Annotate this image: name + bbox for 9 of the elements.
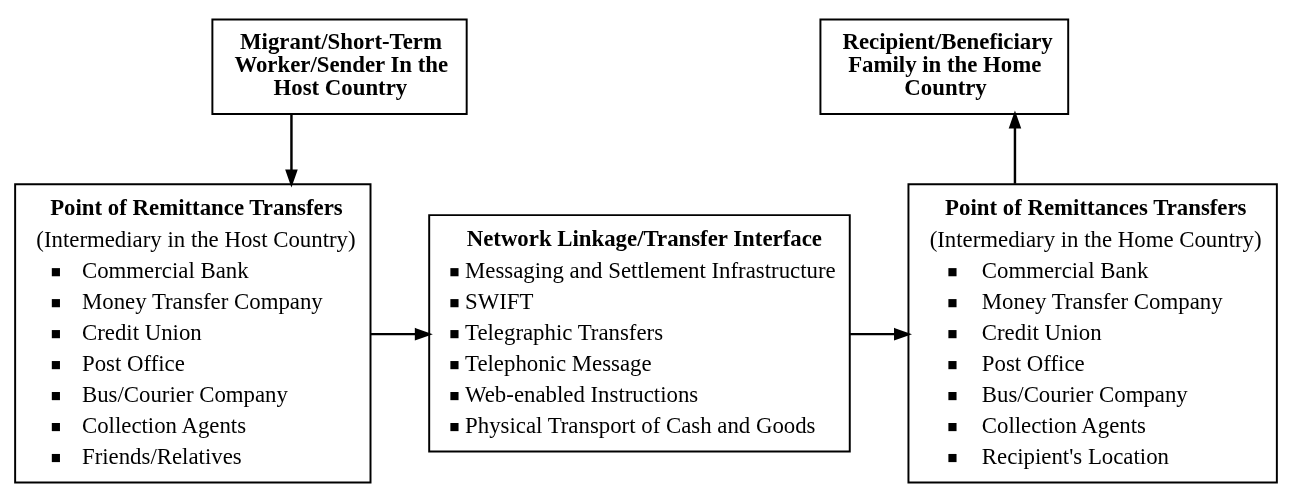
node-box: Point of Remittance Transfers (Intermediary in the Host Country) Commercial Bank Money Transfer Company Credit Union Post Office Bus/Courier Company Collection Agents Friends/Relatives — [14, 183, 372, 484]
arrow — [285, 114, 298, 188]
node-box: Network Linkage/Transfer Interface Messaging and Settlement Infrastructure SWIFT Telegraphic Transfers Telephonic Message Web-enabled Instructions Physical Transport of Cash and Goods — [428, 214, 851, 453]
arrow — [1008, 110, 1022, 184]
arrow — [850, 327, 912, 341]
arrow — [370, 327, 433, 341]
node-box: Migrant/Short-Term Worker/Sender In the Host Country — [211, 18, 468, 116]
node-box: Recipient/Beneficiary Family in the Home Country — [819, 18, 1070, 116]
node-box: Point of Remittances Transfers (Intermediary in the Home Country) Commercial Bank Money Transfer Company Credit Union Post Office Bus/Courier Company Collection Agents Recipient's Location — [907, 183, 1278, 484]
